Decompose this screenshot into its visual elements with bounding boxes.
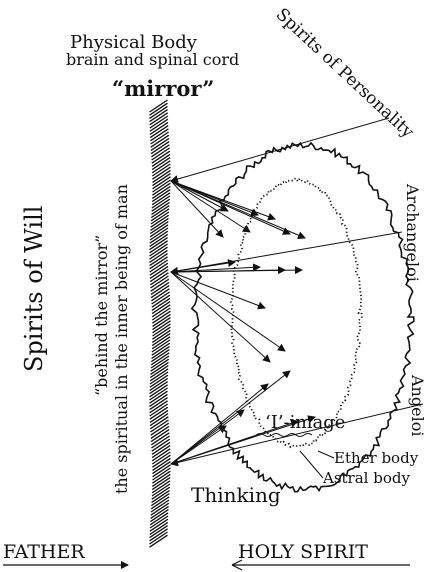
archangeloi-label: Archangeloi xyxy=(404,184,420,282)
spirits-of-will-label: Spirits of Will xyxy=(22,206,46,372)
spinal-cord-mirror xyxy=(150,100,171,547)
father-label: FATHER xyxy=(3,543,85,562)
astral-body-outline xyxy=(192,143,414,492)
spiritual-inner-being-label: the spiritual in the inner being of man xyxy=(114,184,130,494)
astral-body-label: Astral body xyxy=(323,471,410,486)
mirror-label: “mirror” xyxy=(112,78,214,99)
behind-the-mirror-label: “behind the mirror” xyxy=(94,235,110,396)
ether-body-outline xyxy=(231,178,362,447)
angeloi-label: Angeloi xyxy=(409,375,425,436)
brain-spinal-cord-label: brain and spinal cord xyxy=(66,52,239,68)
holy-spirit-label: HOLY SPIRIT xyxy=(238,543,368,562)
thinking-label: Thinking xyxy=(191,485,281,505)
i-image-label: ‘I’-image xyxy=(265,414,345,432)
ether-body-label: Ether body xyxy=(334,451,418,466)
